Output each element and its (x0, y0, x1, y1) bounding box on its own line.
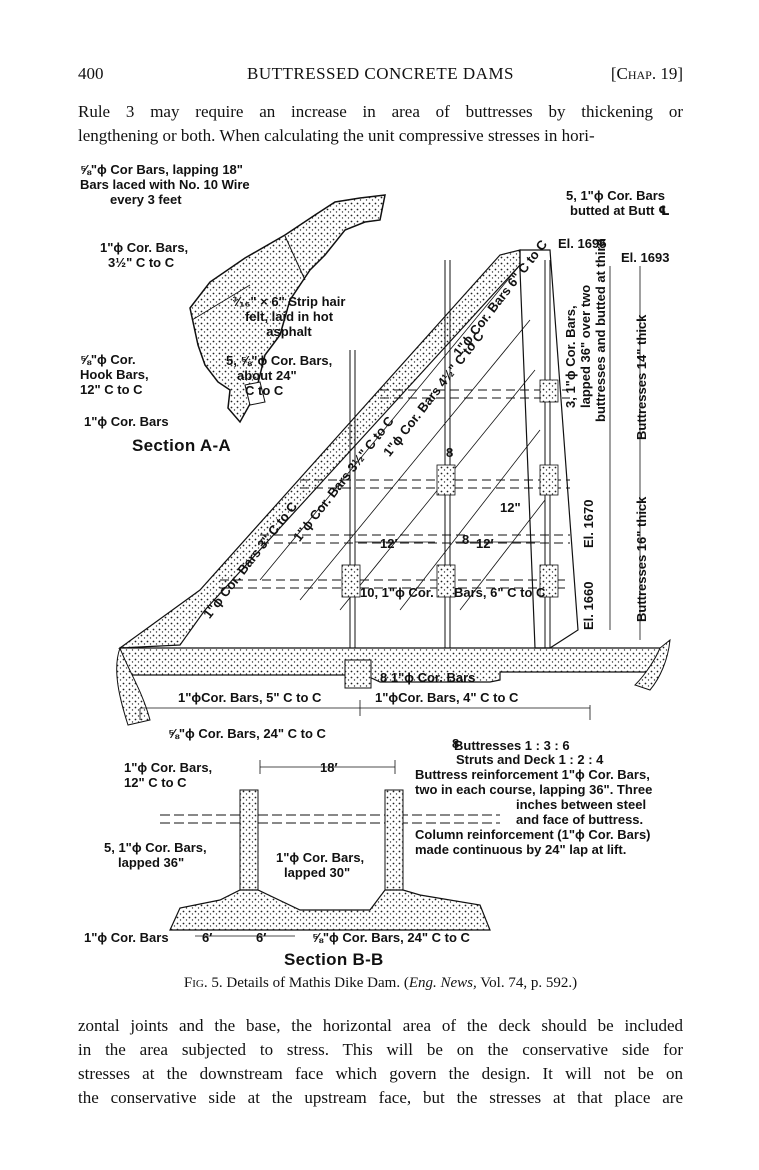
label-strip-felt-l2: felt, laid in hot (244, 309, 334, 324)
label-butt-bars-l2: butted at Butt ℄ (570, 203, 670, 218)
label-reinf-l6: made continuous by 24" lap at lift. (415, 842, 627, 857)
text-line: lengthening or both. When calculating th… (78, 126, 595, 145)
label-reinf-l3: inches between steel (516, 797, 647, 812)
caption-text: Details of Mathis Dike Dam. (226, 975, 401, 991)
figure-drawing (116, 194, 671, 937)
label-hook-bars-l1: ⅝"ϕ Cor. (80, 352, 136, 367)
label-lapped-30-l2: lapped 30" (284, 865, 351, 880)
label-cor-bars-lapping: ⅝"ϕ Cor Bars, lapping 18" (80, 162, 243, 177)
label-butt-bars-l1: 5, 1"ϕ Cor. Bars (566, 188, 666, 203)
label-five-lapped-l1: 5, 1"ϕ Cor. Bars, (104, 840, 207, 855)
label-dim-12a: 12′ (380, 536, 398, 551)
label-b-cor-l2: 12" C to C (124, 775, 187, 790)
label-dim-8b: 8 (452, 736, 460, 751)
caption-source-prefix: ( (403, 975, 409, 991)
label-el-1695: El. 1695 (558, 236, 607, 251)
label-dim-8a: 8 (462, 532, 470, 547)
text-line: the conservative side at the upstream fa… (78, 1088, 683, 1107)
label-five-bars-l3: C to C (245, 383, 284, 398)
section-aa-drawing (189, 194, 386, 424)
label-reinf-l2: two in each course, lapping 36". Three (415, 782, 653, 797)
label-five-lapped-l2: lapped 36" (118, 855, 185, 870)
label-dim-12b: 12′ (476, 536, 494, 551)
label-dim-18: 18′ (320, 760, 338, 775)
label-strip-felt-l1: ³⁄₁₆" × 6" Strip hair (232, 294, 346, 309)
label-eight-bars: 8 1"ϕ Cor. Bars (380, 670, 476, 685)
section-bb-elevation (116, 249, 671, 726)
label-hook-bars-l2: Hook Bars, (80, 367, 149, 382)
label-lapped-bars-l3: buttresses and butted at third (593, 238, 608, 422)
label-lapped-bars-l2: lapped 36" over two (578, 284, 593, 408)
caption-source: Eng. News, (408, 975, 477, 991)
text-line: stresses at the downstream face which go… (78, 1064, 683, 1083)
label-buttress-16: Buttresses 16" thick (634, 496, 649, 622)
plan-drawing (160, 760, 500, 937)
label-cor-bars-1-l1: 1"ϕ Cor. Bars, (100, 240, 189, 255)
text-line: in the area subjected to stress. This wi… (78, 1040, 683, 1059)
section-bb-title: Section B-B (284, 950, 384, 969)
label-reinf-l1: Buttress reinforcement 1"ϕ Cor. Bars, (415, 767, 650, 782)
label-el-1660: El. 1660 (581, 581, 596, 630)
label-el-1693: El. 1693 (621, 250, 670, 265)
text-line: zontal joints and the base, the horizont… (78, 1016, 683, 1035)
label-ratio-buttress: Buttresses 1 : 3 : 6 (454, 738, 570, 753)
label-ratio-struts: Struts and Deck 1 : 2 : 4 (456, 752, 604, 767)
running-header: 400 BUTTRESSED CONCRETE DAMS [Chap. 19] (78, 64, 683, 88)
text-line: Rule 3 may require an increase in area o… (78, 102, 683, 121)
label-el-1670: El. 1670 (581, 499, 596, 548)
section-aa-title: Section A-A (132, 436, 232, 455)
label-dim-6a: 6′ (202, 930, 213, 945)
label-cor-bars-bottom: 1"ϕ Cor. Bars (84, 930, 169, 945)
label-every-3-feet: every 3 feet (110, 192, 182, 207)
label-five-bars-l2: about 24" (237, 368, 297, 383)
label-ten-bars: 10, 1"ϕ Cor. (360, 585, 434, 600)
label-buttress-14: Buttresses 14" thick (634, 314, 649, 440)
label-dim-8c: 8 (446, 445, 454, 460)
label-dim-12in: 12" (500, 500, 521, 515)
page-number: 400 (78, 64, 104, 83)
label-cor-24-bottom: ⅝"ϕ Cor. Bars, 24" C to C (312, 930, 470, 945)
dam-detail-figure: ⅝"ϕ Cor Bars, lapping 18" Bars laced wit… (80, 160, 690, 969)
label-strip-felt-l3: asphalt (266, 324, 312, 339)
paragraph-bottom: zontal joints and the base, the horizont… (78, 1014, 683, 1110)
label-b-cor-l1: 1"ϕ Cor. Bars, (124, 760, 213, 775)
label-five-bars-l1: 5, ⅝"ϕ Cor. Bars, (226, 353, 333, 368)
label-bars-6: Bars, 6" C to C (454, 585, 546, 600)
label-reinf-l4: and face of buttress. (516, 812, 644, 827)
chapter-label: [Chap. 19] (610, 64, 683, 83)
label-cor-5: 1"ϕCor. Bars, 5" C to C (178, 690, 322, 705)
label-hook-bars-l3: 12" C to C (80, 382, 143, 397)
figure-caption: Fig. 5. Details of Mathis Dike Dam. (Eng… (78, 975, 683, 992)
caption-source-rest: Vol. 74, p. 592.) (480, 975, 578, 991)
label-cor-4: 1"ϕCor. Bars, 4" C to C (375, 690, 519, 705)
label-cor-bars-a: 1"ϕ Cor. Bars (84, 414, 169, 429)
label-dim-6b: 6′ (256, 930, 267, 945)
label-lapped-30-l1: 1"ϕ Cor. Bars, (276, 850, 365, 865)
figure-number: Fig. 5. (183, 975, 223, 991)
label-reinf-l5: Column reinforcement (1"ϕ Cor. Bars) (415, 827, 651, 842)
label-bars-laced: Bars laced with No. 10 Wire (80, 177, 250, 192)
label-lapped-bars-l1: 3, 1"ϕ Cor. Bars, (563, 305, 578, 408)
label-cor-24: ⅝"ϕ Cor. Bars, 24" C to C (168, 726, 326, 741)
paragraph-top: Rule 3 may require an increase in area o… (78, 100, 683, 148)
running-title: BUTTRESSED CONCRETE DAMS (246, 64, 515, 83)
label-cor-bars-1-l2: 3½" C to C (108, 255, 175, 270)
